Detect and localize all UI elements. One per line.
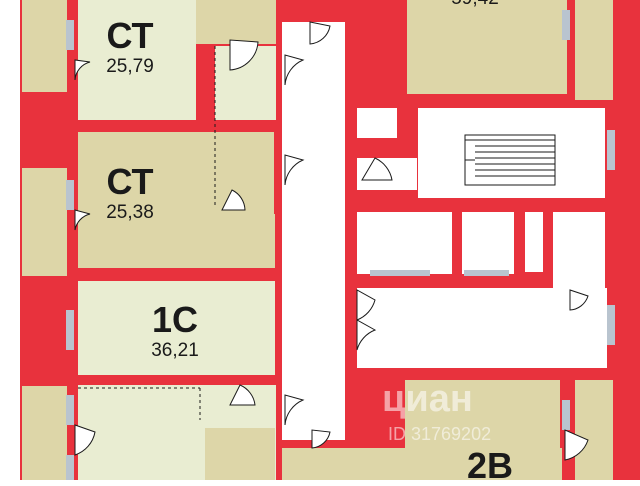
stairs: [464, 134, 556, 186]
bath-1c: [205, 428, 275, 480]
balcony-right-top: [575, 0, 613, 100]
utility-room: [553, 212, 605, 288]
room-st-1: [78, 0, 196, 120]
lift-lobby: [357, 288, 607, 368]
unit-area: 36,21: [151, 340, 199, 361]
unit-code: 2В: [466, 445, 514, 486]
shaft-narrow: [525, 212, 543, 272]
bath-st-1: [196, 0, 276, 44]
room-1c: [78, 281, 275, 375]
unit-area: 59,42: [425, 0, 525, 10]
room-2b-lower: [282, 448, 562, 480]
partial-area-label: 59,42: [425, 0, 525, 10]
corridor-top-wall: [283, 0, 348, 14]
shaft-wall: [357, 0, 407, 96]
corridor: [282, 22, 345, 440]
shaft-small: [357, 108, 397, 138]
stairwell: [418, 108, 605, 198]
balcony-right-bottom: [575, 380, 613, 480]
doors: [74, 21, 589, 461]
unit-area: 25,79: [106, 56, 154, 77]
balcony-top: [22, 0, 67, 92]
unit-label-st-2: СТ 25,38: [80, 162, 180, 224]
elevator-2: [462, 212, 514, 274]
unit-code: СТ: [106, 15, 154, 56]
unit-label-1c: 1С 36,21: [125, 300, 225, 362]
windows: [66, 10, 615, 480]
balcony-bottom: [22, 386, 67, 480]
unit-label-st-1: СТ 25,79: [80, 16, 180, 78]
unit-code: 1С: [151, 299, 199, 340]
unit-code: СТ: [106, 161, 154, 202]
dashed-partitions: [78, 46, 216, 420]
bath-st-2: [193, 214, 275, 268]
unit-label-2b: 2В: [440, 446, 540, 486]
unit-area: 25,38: [106, 202, 154, 223]
balcony-middle: [22, 168, 67, 276]
elevator-1: [357, 212, 452, 274]
